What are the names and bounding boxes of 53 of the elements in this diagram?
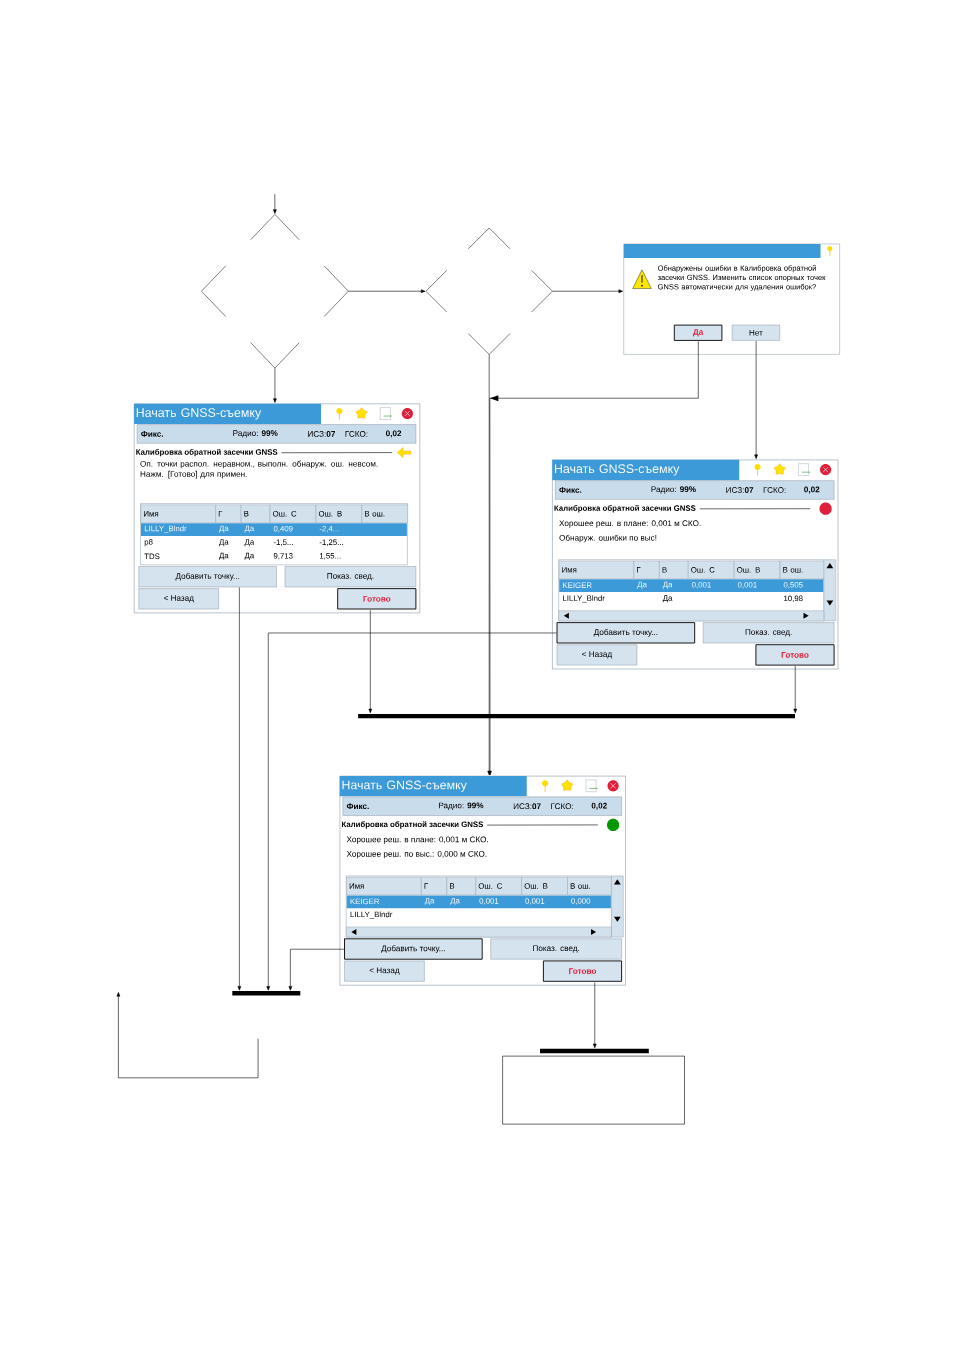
button: < Назад	[138, 588, 219, 610]
status-text: ИСЗ:07	[726, 487, 754, 493]
button: Готово	[542, 960, 623, 982]
status-text: ИСЗ:07	[513, 803, 541, 810]
button: Показ. свед.	[284, 566, 417, 588]
button: Да	[673, 324, 723, 341]
button: Добавить точку...	[138, 566, 277, 588]
arrow	[273, 193, 277, 214]
arrow	[593, 982, 597, 1049]
status-text: 0,02	[591, 802, 607, 810]
status-text: 0,02	[804, 486, 820, 494]
status-text: Радио: 99%	[651, 486, 696, 494]
arrow	[237, 587, 242, 991]
arrow	[266, 632, 557, 991]
button: Готово	[337, 588, 417, 610]
status-text: ГСКО:	[551, 803, 574, 810]
arrow	[348, 289, 426, 293]
message-text: Обнаруж. ошибки по выс!	[559, 534, 657, 543]
status-text: Радио: 99%	[233, 430, 278, 438]
button: Показ. свед.	[490, 938, 622, 960]
button: Добавить точку...	[556, 622, 696, 644]
status-text: ГСКО:	[345, 431, 368, 437]
message-text: Хорошее реш. по выс.: 0,000 м СКО.	[346, 850, 487, 859]
arrow	[116, 992, 259, 1079]
status-text: ГСКО:	[763, 487, 786, 493]
arrow	[754, 340, 758, 459]
title-bar: Начать GNSS-съемку	[134, 403, 322, 425]
button: Показ. свед.	[702, 622, 835, 644]
arrow	[368, 609, 373, 714]
message-text: Хорошее реш. в плане: 0,001 м СКО.	[346, 836, 488, 844]
button: Нет	[731, 324, 780, 341]
status-text: Радио: 99%	[439, 802, 484, 810]
status-text: Фикс.	[141, 431, 164, 437]
arrow	[288, 948, 345, 991]
title-bar: Начать GNSS-съемку	[552, 459, 740, 481]
button: < Назад	[344, 960, 425, 982]
arrow	[793, 665, 797, 714]
arrow	[552, 289, 623, 293]
status-text: Фикс.	[346, 803, 369, 810]
arrow	[488, 341, 699, 776]
message-text: Хорошее реш. в плане: 0,001 м СКО.	[559, 520, 701, 528]
button: < Назад	[556, 644, 638, 666]
process-box	[502, 1055, 685, 1125]
status-text: Фикс.	[559, 487, 582, 493]
decision-diamond	[425, 227, 553, 355]
status-text: ИСЗ:07	[308, 431, 335, 437]
decision-diamond	[201, 214, 349, 369]
arrow	[487, 354, 491, 776]
button: Готово	[755, 644, 835, 666]
arrow	[273, 367, 277, 403]
message-text: Оп. точки распол. неравном., выполн. обнаруж. ош. невсом. Нажм. [Готово] для примен.	[140, 460, 378, 479]
button: Добавить точку...	[344, 938, 483, 960]
status-text: 0,02	[385, 430, 402, 438]
